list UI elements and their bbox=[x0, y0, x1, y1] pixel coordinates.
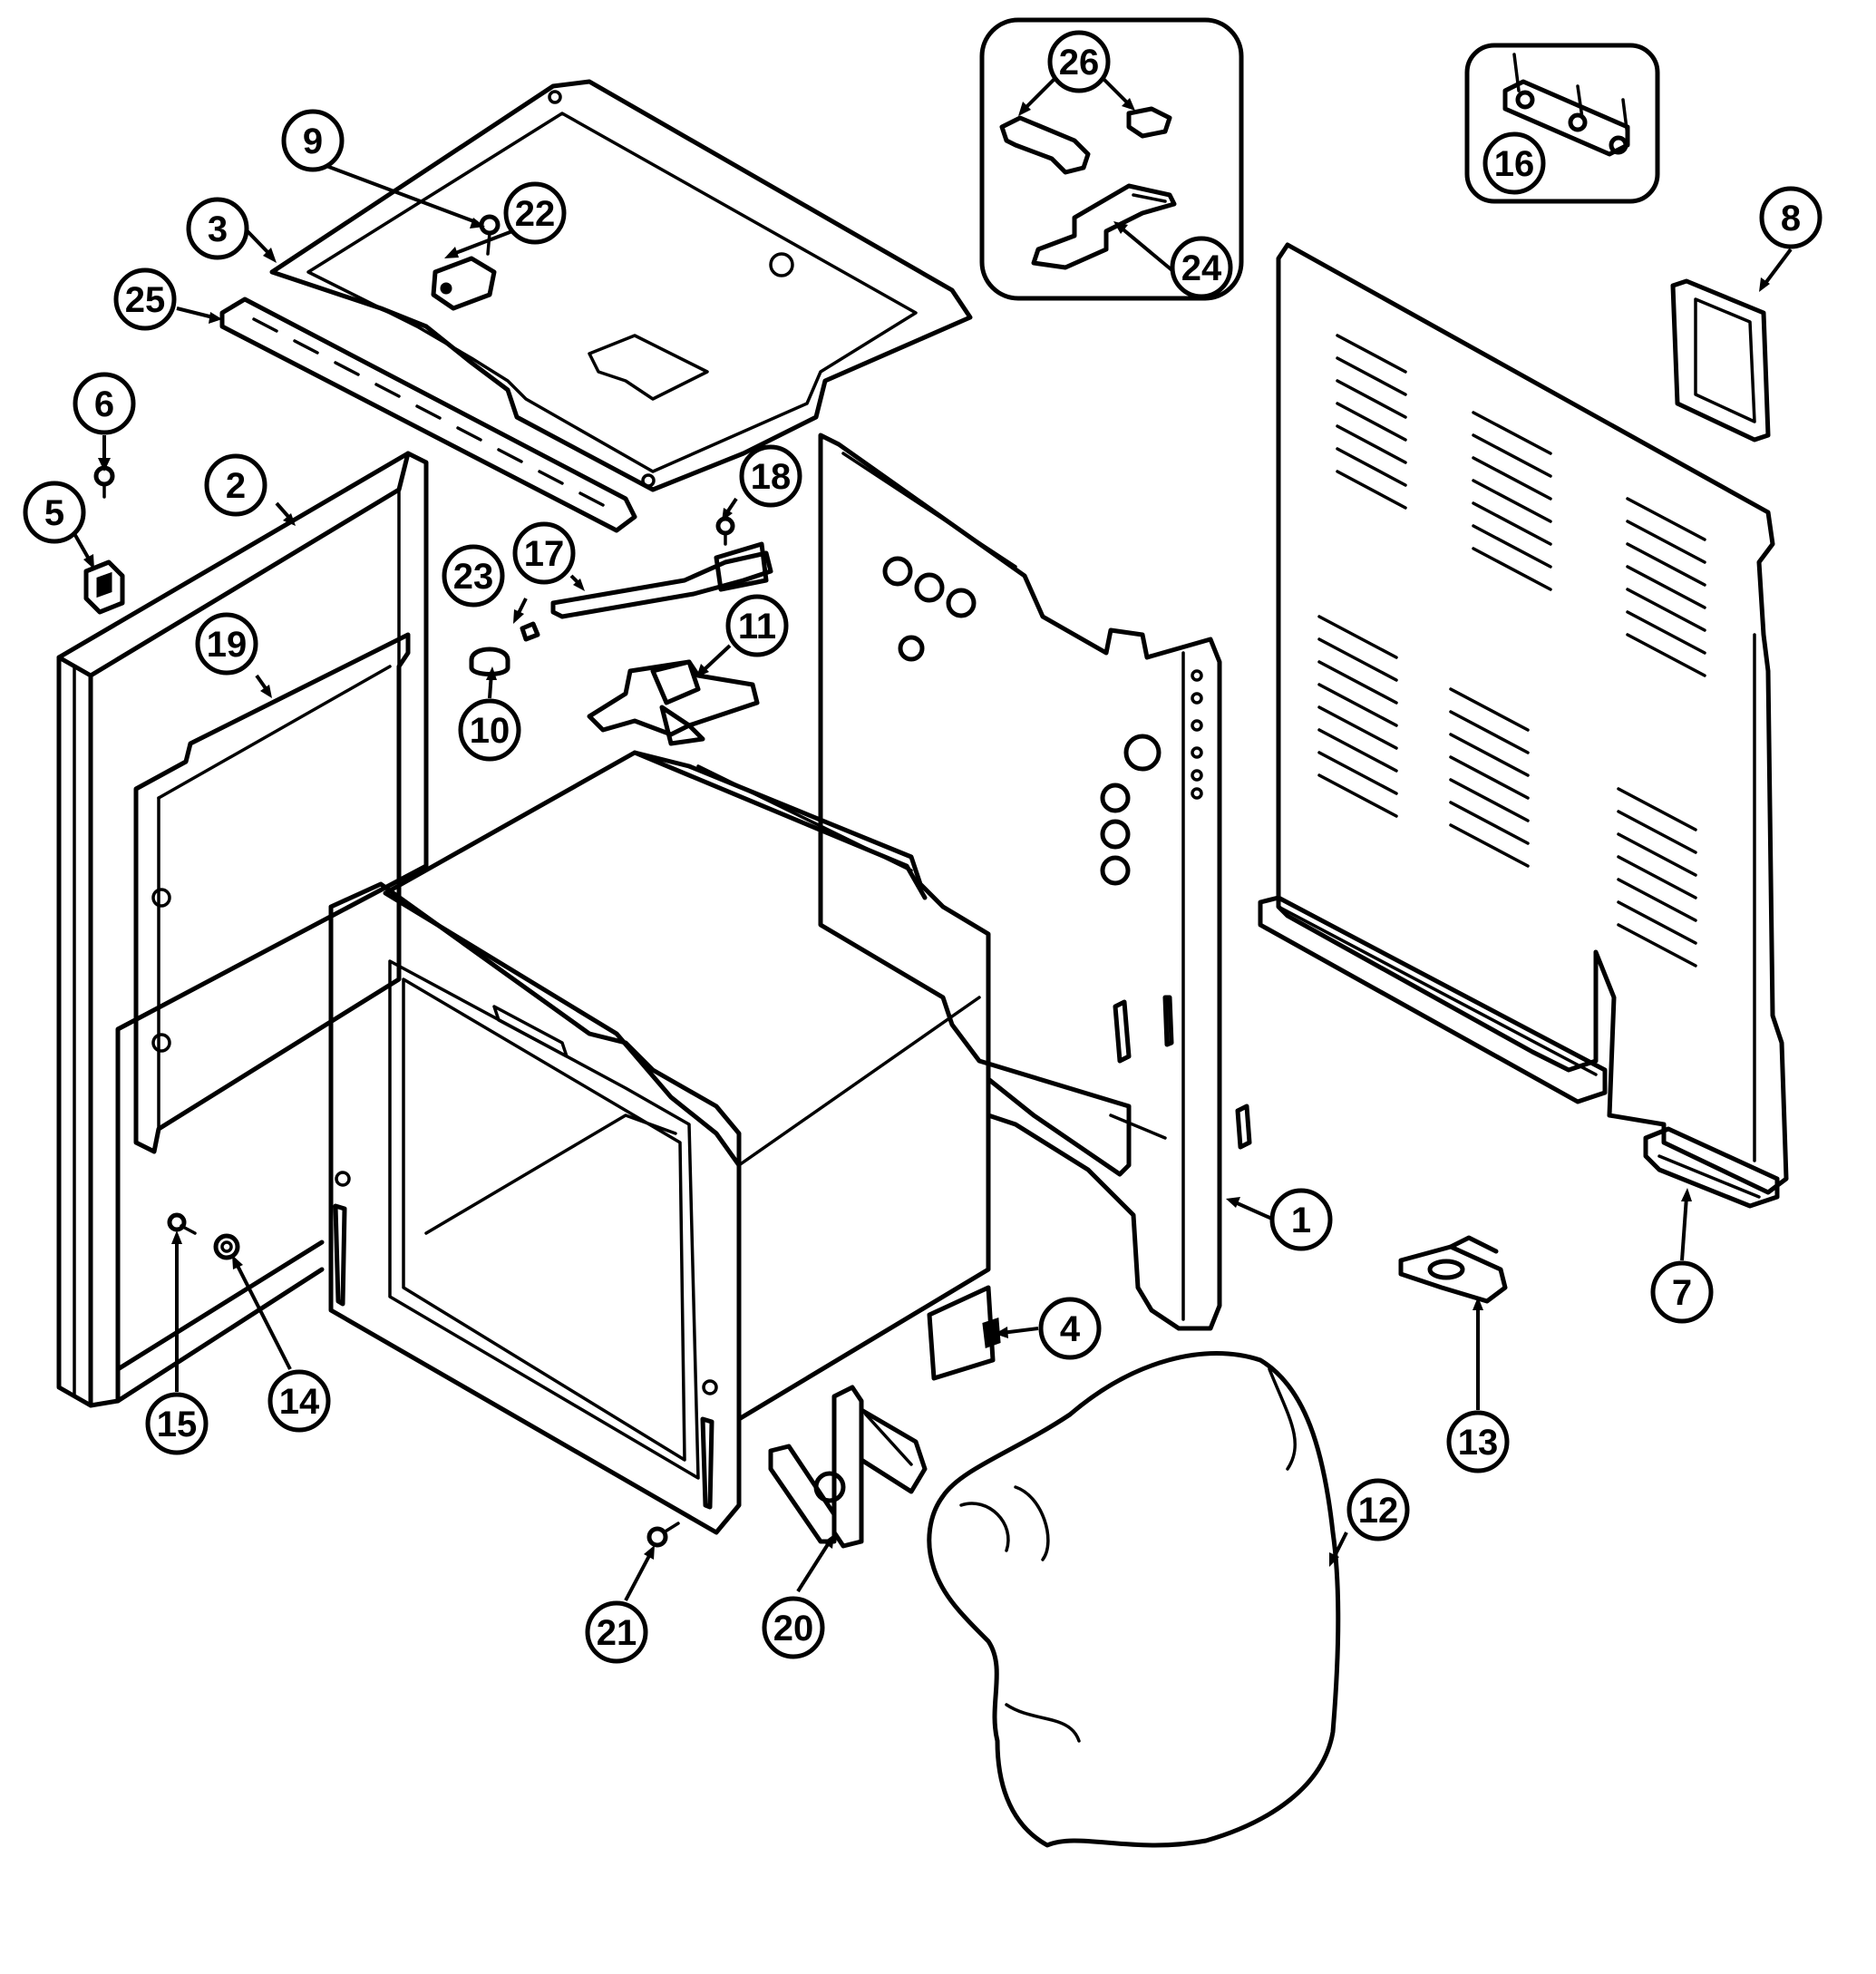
callout-11: 11 bbox=[725, 594, 789, 657]
callout-24: 24 bbox=[1170, 236, 1233, 299]
part-7-bracket bbox=[1643, 1126, 1780, 1209]
callout-7: 7 bbox=[1650, 1260, 1714, 1324]
callout-19: 19 bbox=[195, 612, 258, 676]
callout-5-label: 5 bbox=[44, 493, 64, 533]
callout-14: 14 bbox=[267, 1369, 331, 1433]
callout-9: 9 bbox=[281, 109, 345, 172]
part-11-latch bbox=[587, 659, 760, 746]
callout-16: 16 bbox=[1482, 131, 1546, 195]
callout-23: 23 bbox=[442, 544, 505, 608]
callout-13-label: 13 bbox=[1458, 1423, 1499, 1463]
part-21-screw bbox=[646, 1522, 680, 1548]
callout-25-label: 25 bbox=[125, 280, 166, 320]
callout-1: 1 bbox=[1269, 1188, 1333, 1251]
part-25-vent-strip bbox=[219, 297, 637, 533]
oven-front-frame bbox=[328, 881, 742, 1535]
part-22-switch bbox=[431, 256, 497, 311]
callout-26-label: 26 bbox=[1059, 43, 1100, 83]
callout-6-label: 6 bbox=[94, 384, 114, 424]
callout-9-label: 9 bbox=[303, 122, 323, 161]
part-5-bracket bbox=[83, 559, 125, 615]
part-3-top-panel bbox=[269, 79, 973, 492]
callout-17: 17 bbox=[512, 521, 576, 585]
callout-18-label: 18 bbox=[751, 457, 792, 497]
part-13-bracket bbox=[1398, 1235, 1508, 1304]
callout-26: 26 bbox=[1047, 30, 1111, 93]
callout-12: 12 bbox=[1346, 1478, 1410, 1541]
part-20-hinge bbox=[768, 1385, 928, 1549]
part-9-screw bbox=[479, 214, 501, 256]
callout-15: 15 bbox=[145, 1392, 209, 1455]
callout-16-label: 16 bbox=[1494, 144, 1535, 184]
part-18-screw bbox=[715, 516, 735, 546]
callout-4: 4 bbox=[1038, 1297, 1102, 1360]
callout-3-label: 3 bbox=[208, 209, 228, 249]
callout-2-label: 2 bbox=[226, 466, 246, 506]
callout-25: 25 bbox=[113, 267, 177, 331]
callout-8-label: 8 bbox=[1781, 199, 1801, 238]
callout-13: 13 bbox=[1446, 1410, 1510, 1473]
inset-parts-24-26 bbox=[979, 17, 1244, 301]
part-23-clip bbox=[520, 621, 540, 642]
callout-6: 6 bbox=[73, 372, 136, 435]
callout-15-label: 15 bbox=[157, 1405, 198, 1444]
part-15-screw bbox=[167, 1212, 197, 1235]
part-14-grommet bbox=[213, 1233, 240, 1260]
callout-22: 22 bbox=[503, 181, 567, 245]
back-panel bbox=[1258, 242, 1789, 1195]
callout-14-label: 14 bbox=[279, 1382, 320, 1422]
part-10-knob bbox=[469, 647, 510, 676]
callout-8: 8 bbox=[1759, 186, 1823, 249]
callout-11-label: 11 bbox=[738, 607, 776, 647]
callout-4-label: 4 bbox=[1060, 1309, 1081, 1349]
callout-20: 20 bbox=[762, 1596, 825, 1659]
callout-1-label: 1 bbox=[1291, 1201, 1311, 1240]
part-6-screw bbox=[93, 465, 115, 499]
callout-12-label: 12 bbox=[1358, 1491, 1399, 1531]
callout-10: 10 bbox=[458, 698, 521, 762]
part-1-side-panel bbox=[818, 433, 1252, 1331]
callout-7-label: 7 bbox=[1672, 1273, 1692, 1313]
callout-10-label: 10 bbox=[470, 711, 510, 751]
callout-24-label: 24 bbox=[1181, 248, 1222, 288]
callout-3: 3 bbox=[186, 197, 249, 260]
callout-23-label: 23 bbox=[453, 557, 494, 597]
callout-20-label: 20 bbox=[773, 1609, 814, 1648]
callout-21: 21 bbox=[585, 1600, 648, 1664]
part-17-bracket bbox=[550, 541, 773, 619]
part-8-bracket bbox=[1670, 278, 1771, 442]
part-12-insulation bbox=[927, 1351, 1341, 1848]
callout-5: 5 bbox=[23, 481, 86, 544]
callout-17-label: 17 bbox=[524, 534, 565, 574]
part-19-inner-panel bbox=[133, 632, 411, 1154]
callout-22-label: 22 bbox=[515, 194, 556, 234]
callout-21-label: 21 bbox=[597, 1613, 637, 1653]
callout-19-label: 19 bbox=[207, 625, 248, 665]
part-4-bracket bbox=[927, 1285, 1001, 1381]
callout-18: 18 bbox=[739, 444, 802, 508]
callout-2: 2 bbox=[204, 453, 267, 517]
oven-cavity bbox=[383, 750, 991, 1422]
